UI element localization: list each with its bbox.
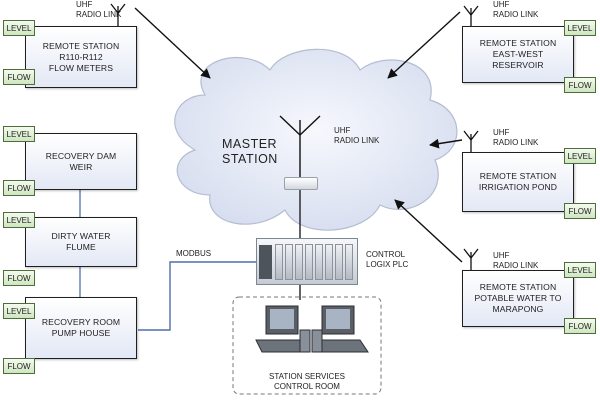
- control-room-label: STATION SERVICES CONTROL ROOM: [268, 372, 345, 391]
- radio-link-arrow-left: [134, 7, 211, 79]
- right-station-antenna-icon: [463, 5, 479, 270]
- level-tag: LEVEL: [564, 148, 596, 164]
- modbus-label: MODBUS: [176, 249, 212, 258]
- workstation-icon: [255, 305, 311, 353]
- master-radio-link-label: UHF RADIO LINK: [334, 126, 380, 145]
- workstation-icon: [311, 305, 369, 353]
- level-tag: LEVEL: [3, 212, 35, 228]
- flow-tag: FLOW: [3, 69, 35, 85]
- flow-tag: FLOW: [564, 77, 596, 93]
- modbus-link-line: [138, 261, 256, 331]
- station-potable-water-marapong: REMOTE STATION POTABLE WATER TO MARAPONG: [462, 270, 574, 327]
- radio-link-arrow-right-top: [387, 11, 461, 79]
- radio-link-arrow-right-mid: [429, 138, 463, 149]
- station-r110-r112-flow-meters: REMOTE STATION R110-R112 FLOW METERS: [25, 26, 137, 88]
- flow-tag: FLOW: [564, 203, 596, 219]
- master-station-label: MASTER STATION: [222, 137, 278, 166]
- control-logix-plc: [256, 238, 358, 285]
- level-tag: LEVEL: [3, 303, 35, 319]
- radio-link-arrow-right-bottom: [394, 199, 463, 263]
- master-radio-unit: [284, 177, 318, 190]
- right-radio-link-label: UHF RADIO LINK: [493, 251, 539, 270]
- right-radio-link-label: UHF RADIO LINK: [493, 128, 539, 147]
- flow-tag: FLOW: [3, 180, 35, 196]
- flow-tag: FLOW: [3, 358, 35, 374]
- station-east-west-reservoir: REMOTE STATION EAST-WEST RESERVOIR: [462, 26, 574, 83]
- plc-label: CONTROL LOGIX PLC: [366, 250, 409, 269]
- level-tag: LEVEL: [564, 262, 596, 278]
- left-radio-link-label: UHF RADIO LINK: [76, 0, 122, 19]
- right-radio-link-label: UHF RADIO LINK: [493, 0, 539, 19]
- station-irrigation-pond: REMOTE STATION IRRIGATION POND: [462, 152, 574, 212]
- flow-tag: FLOW: [3, 270, 35, 286]
- network-cloud: [174, 48, 458, 231]
- level-tag: LEVEL: [564, 20, 596, 36]
- master-antenna-icon: [279, 115, 321, 178]
- station-dirty-water-flume: DIRTY WATER FLUME: [25, 217, 137, 267]
- level-tag: LEVEL: [3, 20, 35, 36]
- station-recovery-dam-weir: RECOVERY DAM WEIR: [25, 133, 137, 190]
- level-tag: LEVEL: [3, 126, 35, 142]
- station-recovery-room-pump-house: RECOVERY ROOM PUMP HOUSE: [25, 297, 137, 359]
- control-room-border: [232, 296, 382, 395]
- flow-tag: FLOW: [564, 318, 596, 334]
